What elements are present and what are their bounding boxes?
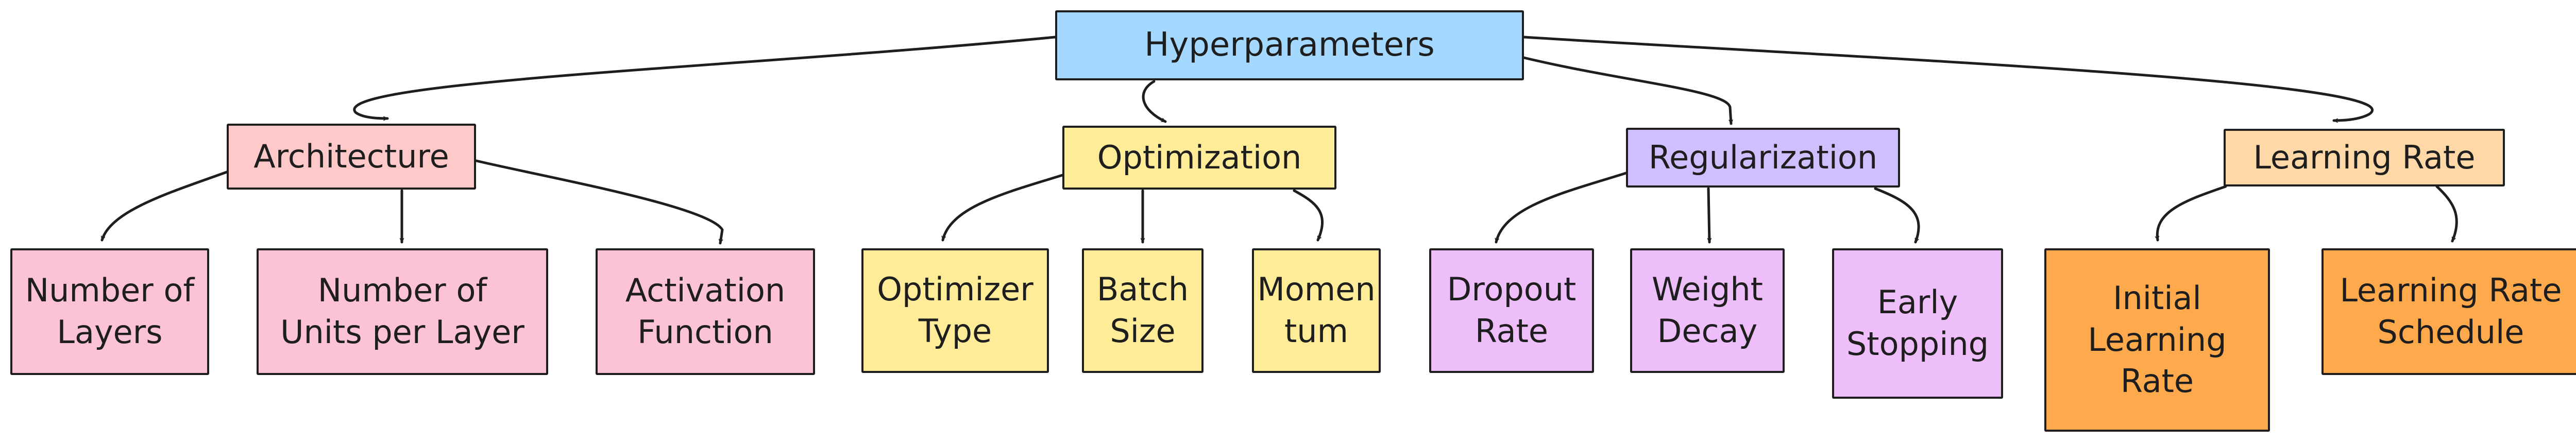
node-early-stopping[interactable]: Early Stopping bbox=[1832, 248, 2003, 399]
node-label: Number of Layers bbox=[25, 271, 195, 351]
node-units-per-layer[interactable]: Number of Units per Layer bbox=[257, 248, 548, 375]
node-regularization[interactable]: Regularization bbox=[1626, 128, 1900, 188]
node-label: Architecture bbox=[253, 137, 449, 175]
node-dropout-rate[interactable]: Dropout Rate bbox=[1429, 248, 1594, 373]
edge-lr-schedule bbox=[2435, 185, 2458, 243]
edge-arch-activation bbox=[474, 159, 724, 245]
node-optimization[interactable]: Optimization bbox=[1062, 126, 1336, 190]
node-label: Hyperparameters bbox=[1144, 26, 1435, 64]
node-label: Dropout Rate bbox=[1447, 270, 1577, 350]
node-label: Weight Decay bbox=[1651, 270, 1763, 350]
node-initial-learning-rate[interactable]: Initial Learning Rate bbox=[2044, 248, 2270, 432]
edge-opt-optimizer bbox=[941, 174, 1064, 242]
edge-reg-weight bbox=[1707, 187, 1712, 244]
node-optimizer-type[interactable]: Optimizer Type bbox=[861, 248, 1049, 373]
node-architecture[interactable]: Architecture bbox=[227, 124, 476, 190]
edge-root-learning-rate bbox=[1522, 36, 2374, 123]
node-label: Optimizer Type bbox=[877, 270, 1033, 350]
node-label: Learning Rate bbox=[2253, 138, 2476, 176]
node-label: Number of Units per Layer bbox=[280, 271, 524, 351]
node-learning-rate-schedule[interactable]: Learning Rate Schedule bbox=[2321, 248, 2576, 375]
edge-root-architecture bbox=[353, 36, 1057, 121]
node-weight-decay[interactable]: Weight Decay bbox=[1630, 248, 1785, 373]
node-label: Learning Rate Schedule bbox=[2340, 271, 2562, 351]
node-label: Activation Function bbox=[625, 271, 786, 351]
node-label: Regularization bbox=[1648, 138, 1878, 176]
node-label: Batch Size bbox=[1096, 270, 1189, 350]
node-label: Momen tum bbox=[1257, 270, 1376, 350]
node-momentum[interactable]: Momen tum bbox=[1252, 248, 1381, 373]
node-learning-rate[interactable]: Learning Rate bbox=[2224, 129, 2505, 186]
node-activation-function[interactable]: Activation Function bbox=[596, 248, 815, 375]
node-number-of-layers[interactable]: Number of Layers bbox=[10, 248, 209, 375]
node-label: Early Stopping bbox=[1846, 283, 1989, 363]
edge-root-regularization bbox=[1522, 56, 1733, 125]
node-label: Initial Learning Rate bbox=[2088, 279, 2227, 400]
node-hyperparameters[interactable]: Hyperparameters bbox=[1055, 10, 1524, 80]
node-label: Optimization bbox=[1097, 138, 1302, 176]
node-batch-size[interactable]: Batch Size bbox=[1082, 248, 1204, 373]
edge-arch-layers bbox=[100, 171, 228, 242]
edge-root-optimization bbox=[1142, 80, 1167, 123]
edge-opt-momentum bbox=[1293, 189, 1324, 242]
edge-reg-dropout bbox=[1495, 172, 1628, 244]
edge-reg-early bbox=[1874, 187, 1920, 244]
edge-lr-initial bbox=[2155, 185, 2227, 242]
